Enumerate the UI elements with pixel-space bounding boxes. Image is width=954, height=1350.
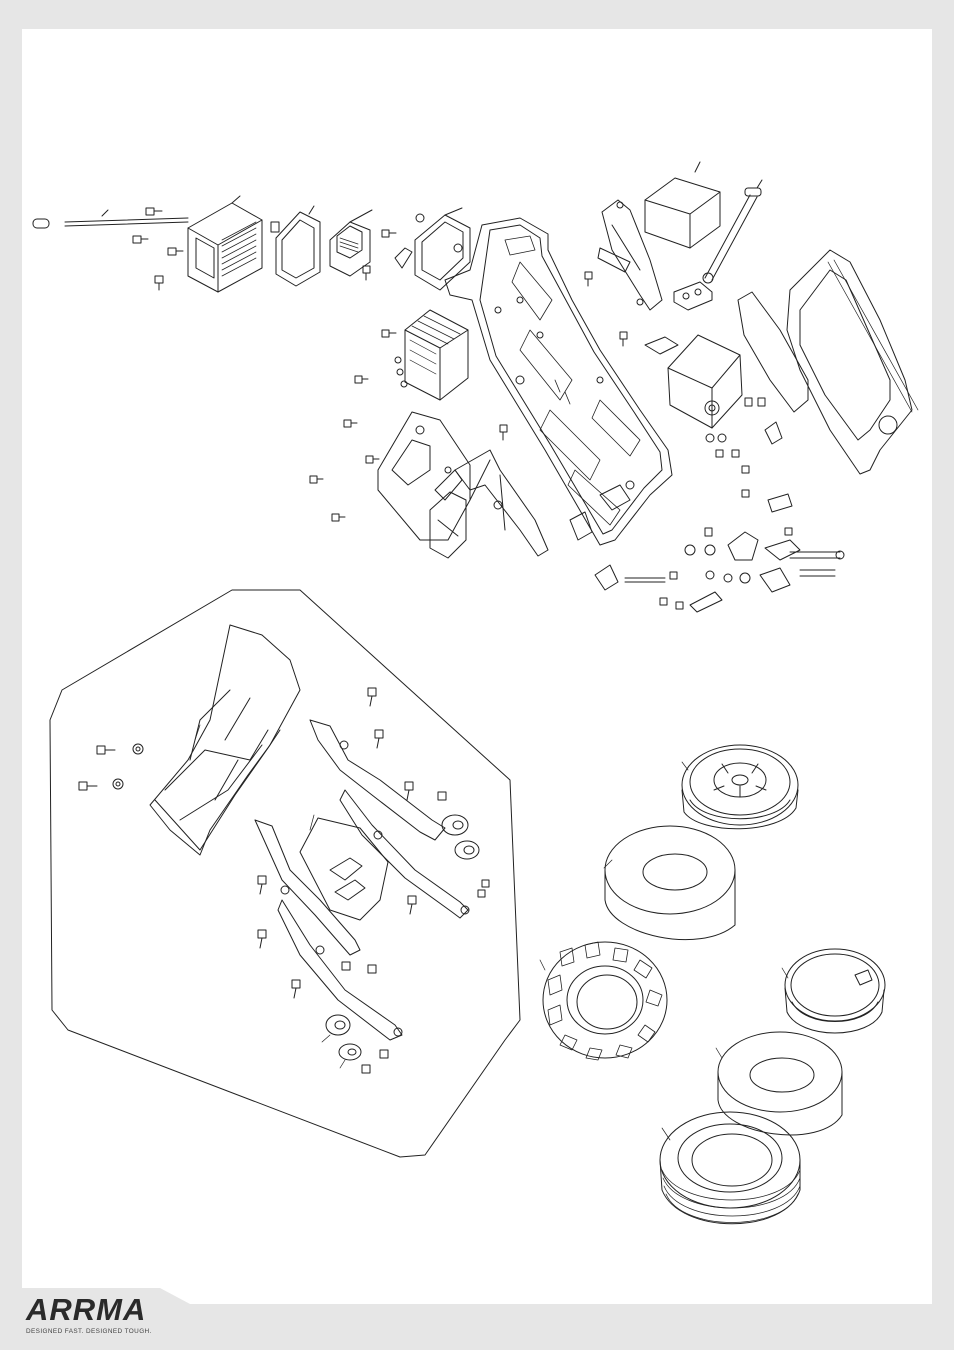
rear-body-mount: [598, 200, 662, 310]
screw-icon: [258, 688, 489, 1073]
front-foam-insert: [605, 826, 735, 940]
screw-icon: [310, 272, 627, 521]
screw-icon: [133, 208, 183, 290]
front-tire: [543, 942, 667, 1060]
battery-spacer-block: [674, 282, 712, 310]
inset-panel: [50, 590, 520, 1157]
steering-servo: [645, 335, 742, 428]
rear-rim: [785, 949, 885, 1033]
battery-tray: [787, 250, 918, 474]
footer: ARRMA DESIGNED FAST. DESIGNED TOUGH.: [0, 1288, 954, 1350]
screw-icon: [79, 744, 143, 790]
steering-linkage: [570, 512, 844, 612]
electronics-plate: [378, 412, 470, 540]
screw-icon: [706, 398, 792, 535]
servo-saver: [430, 492, 466, 558]
front-rim: [682, 745, 798, 829]
brand-tagline: DESIGNED FAST. DESIGNED TOUGH.: [26, 1328, 152, 1335]
battery-strap-clip: [271, 206, 320, 286]
brand-logo: ARRMA: [26, 1294, 146, 1325]
hardware-row-left: [33, 208, 188, 290]
front-bumper-brace: [455, 450, 548, 556]
battery-pack: [645, 162, 720, 248]
side-guard: [738, 292, 808, 412]
rear-tire: [660, 1112, 800, 1224]
leader-lines: [195, 725, 788, 1140]
rear-wing: [150, 625, 300, 855]
rear-foam-insert: [718, 1032, 842, 1135]
esc-unit: [395, 310, 468, 400]
receiver-box: [188, 196, 262, 292]
bearing-hub: [326, 815, 479, 1060]
esc-tray: [415, 208, 470, 290]
